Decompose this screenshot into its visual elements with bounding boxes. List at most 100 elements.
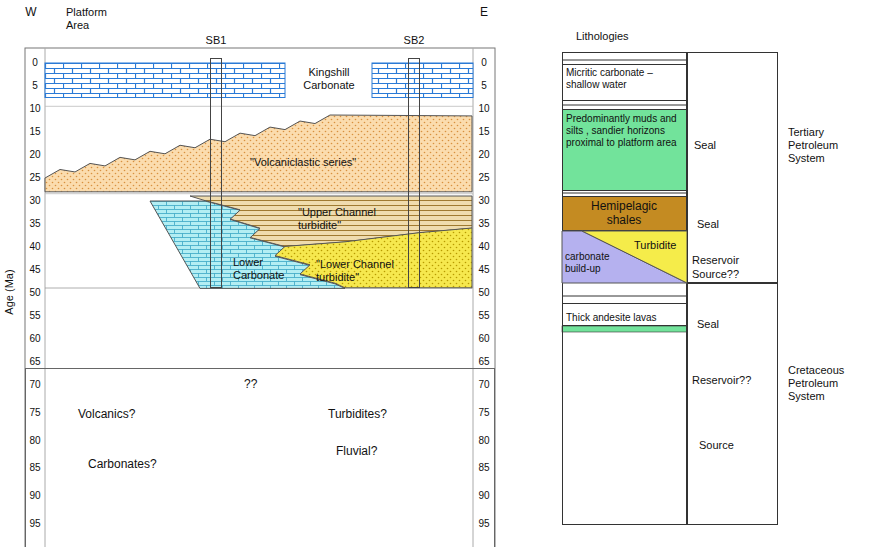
cell-text: Thick andesite lavas — [566, 312, 657, 324]
borehole-column: SB1 — [210, 58, 222, 288]
lithology-cell: Predominantly muds and silts , sandier h… — [562, 109, 687, 191]
text-slot: Thick andesite lavas — [566, 307, 682, 325]
label-slot: 65 — [25, 351, 45, 369]
label-slot: 60 — [25, 328, 45, 346]
query-label: ?? — [244, 377, 257, 391]
lithology-row-line — [562, 60, 687, 61]
label-slot: 0 — [473, 52, 495, 70]
axis-number: 0 — [32, 57, 38, 69]
axis-strip-line — [45, 48, 46, 547]
label-slot: 20 — [473, 144, 495, 162]
text-slot: ?? — [244, 374, 284, 392]
label-slot: 65 — [473, 351, 495, 369]
axis-number: 0 — [481, 57, 487, 69]
text-slot: Lithologies — [576, 26, 676, 44]
text-slot: Tertiary Petroleum System — [788, 126, 864, 166]
borehole-column: SB2 — [408, 58, 420, 288]
axis-number: 85 — [29, 462, 40, 474]
petroleum-system-box: Tertiary Petroleum SystemSealSealReservo… — [687, 52, 778, 283]
label-slot: 55 — [473, 305, 495, 323]
axis-number: 20 — [29, 149, 40, 161]
text-slot: Carbonates? — [88, 454, 188, 472]
unit-outline — [582, 231, 687, 283]
compass-label: E — [480, 5, 488, 19]
text-slot: "Volcaniclastic series" — [250, 152, 410, 170]
axis-number: 55 — [478, 310, 489, 322]
label-slot: 55 — [25, 305, 45, 323]
label-slot: 90 — [473, 485, 495, 503]
unit-outline — [275, 228, 472, 288]
carbonate-band — [372, 63, 473, 98]
compass-label: W — [25, 5, 36, 19]
text-slot: Source?? — [692, 264, 762, 282]
lithology-row-line — [562, 105, 687, 106]
text-slot: Reservoir?? — [692, 370, 772, 388]
axis-number: 35 — [29, 218, 40, 230]
axis-strip-line — [473, 48, 474, 547]
lithology-row-line — [562, 296, 687, 297]
axis-number: 55 — [29, 310, 40, 322]
axis-number: 15 — [478, 126, 489, 138]
label-slot: 20 — [25, 144, 45, 162]
label-slot: 75 — [25, 402, 45, 420]
axis-number: 10 — [29, 103, 40, 115]
label-slot: 10 — [25, 98, 45, 116]
axis-number: 70 — [29, 379, 40, 391]
axis-number: 45 — [478, 264, 489, 276]
label-slot: 70 — [25, 374, 45, 392]
label-slot: Platform Area — [66, 6, 118, 33]
unit-outline — [562, 231, 687, 283]
label-slot: 70 — [473, 374, 495, 392]
column-heading: Lithologies — [576, 30, 629, 43]
axis-number: 85 — [478, 462, 489, 474]
axis-number: 15 — [29, 126, 40, 138]
text-slot: Turbidite — [634, 235, 686, 253]
label-slot: 45 — [25, 259, 45, 277]
carbonate-band — [45, 63, 285, 98]
cell-text: Hemipelagic shales — [574, 199, 674, 228]
axis-number: 65 — [478, 356, 489, 368]
query-label: Fluvial? — [336, 444, 377, 458]
text-slot: Kingshill Carbonate — [288, 66, 370, 93]
text-slot: Seal — [697, 214, 757, 232]
text-slot: Fluvial? — [336, 441, 416, 459]
text-slot: Seal — [697, 314, 757, 332]
axis-number: 90 — [29, 490, 40, 502]
label-slot: 30 — [473, 190, 495, 208]
text-slot: SB1 — [196, 30, 236, 48]
axis-number: 50 — [478, 287, 489, 299]
axis-number: 10 — [478, 103, 489, 115]
text-slot: Lower Carbonate — [233, 256, 295, 283]
axis-number: 40 — [478, 241, 489, 253]
label-slot: 45 — [473, 259, 495, 277]
text-slot: "Upper Channel turbidite" — [298, 206, 393, 233]
label-slot: 25 — [473, 167, 495, 185]
axis-number: 5 — [481, 80, 487, 92]
role-text: Reservoir?? — [692, 374, 751, 387]
axis-number: 95 — [29, 518, 40, 530]
role-text: Cretaceous Petroleum System — [788, 364, 864, 404]
label-slot: 5 — [473, 75, 495, 93]
text-slot: carbonate build-up — [565, 251, 615, 276]
label-slot: 85 — [25, 457, 45, 475]
borehole-label: SB1 — [206, 34, 227, 47]
label-slot: E — [476, 2, 492, 20]
label-slot: 35 — [25, 213, 45, 231]
label-slot: 5 — [25, 75, 45, 93]
axis-number: 90 — [478, 490, 489, 502]
lithology-column: Micritic carbonate – shallow waterPredom… — [562, 52, 687, 525]
axis-title: Age (Ma) — [3, 269, 16, 314]
lithology-row-line — [562, 193, 687, 194]
role-text: Seal — [697, 218, 719, 231]
text-slot: Seal — [694, 135, 754, 153]
lithology-cell: Thick andesite lavas — [562, 303, 687, 326]
label-slot: 25 — [25, 167, 45, 185]
label-slot: W — [22, 2, 40, 20]
label-slot: 95 — [25, 513, 45, 531]
borehole-label: SB2 — [404, 34, 425, 47]
label-slot: 75 — [473, 402, 495, 420]
cell-text: Predominantly muds and silts , sandier h… — [566, 113, 682, 149]
unit-label: Lower Carbonate — [233, 256, 295, 282]
query-label: Volcanics? — [78, 407, 135, 421]
text-slot: Micritic carbonate – shallow water — [566, 67, 682, 92]
